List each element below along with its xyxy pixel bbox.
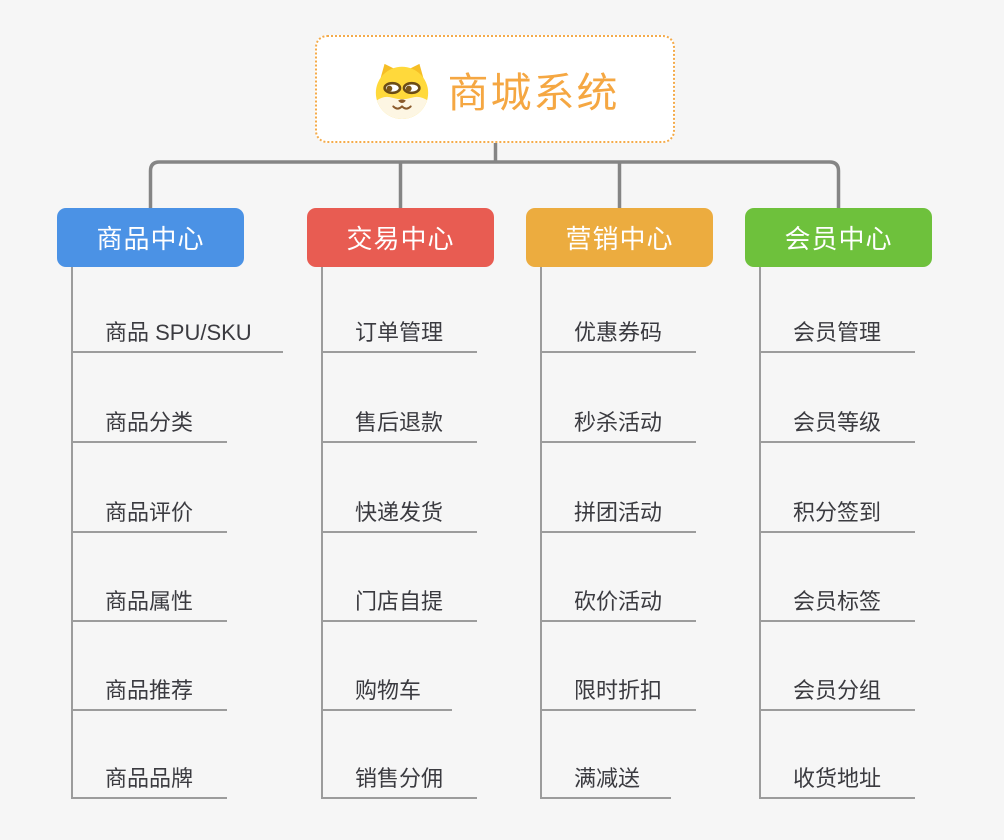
branch-node-product-center[interactable]: 商品中心 xyxy=(57,208,244,267)
leaf-node[interactable]: 会员分组 xyxy=(760,671,915,711)
leaf-node[interactable]: 收货地址 xyxy=(760,759,915,799)
leaf-node[interactable]: 满减送 xyxy=(541,759,671,799)
leaf-node[interactable]: 砍价活动 xyxy=(541,582,696,622)
leaf-node[interactable]: 限时折扣 xyxy=(541,671,696,711)
leaf-node[interactable]: 订单管理 xyxy=(322,313,477,353)
leaf-node[interactable]: 商品评价 xyxy=(72,493,227,533)
branch-label: 交易中心 xyxy=(346,224,455,254)
leaf-node[interactable]: 购物车 xyxy=(322,671,452,711)
leaf-node[interactable]: 积分签到 xyxy=(760,493,915,533)
dog-face-icon xyxy=(375,63,428,120)
leaf-node[interactable]: 会员管理 xyxy=(760,313,915,353)
leaf-node[interactable]: 商品分类 xyxy=(72,403,227,443)
branch-node-marketing-center[interactable]: 营销中心 xyxy=(526,208,713,267)
leaf-node[interactable]: 拼团活动 xyxy=(541,493,696,533)
leaf-node[interactable]: 快递发货 xyxy=(322,493,477,533)
leaf-node[interactable]: 秒杀活动 xyxy=(541,403,696,443)
branch-label: 会员中心 xyxy=(784,224,893,254)
branch-spine xyxy=(759,267,761,799)
leaf-node[interactable]: 会员等级 xyxy=(760,403,915,443)
leaf-node[interactable]: 商品推荐 xyxy=(72,671,227,711)
leaf-node[interactable]: 商品品牌 xyxy=(72,759,227,799)
leaf-node[interactable]: 会员标签 xyxy=(760,582,915,622)
branch-label: 商品中心 xyxy=(96,224,205,254)
leaf-node[interactable]: 售后退款 xyxy=(322,403,477,443)
leaf-node[interactable]: 销售分佣 xyxy=(322,759,477,799)
leaf-node[interactable]: 商品属性 xyxy=(72,582,227,622)
leaf-node[interactable]: 商品 SPU/SKU xyxy=(72,313,283,353)
branch-node-trade-center[interactable]: 交易中心 xyxy=(307,208,494,267)
root-node-mall-system[interactable]: 商城系统 xyxy=(315,35,675,143)
branch-node-member-center[interactable]: 会员中心 xyxy=(745,208,932,267)
leaf-node[interactable]: 优惠券码 xyxy=(541,313,696,353)
branch-label: 营销中心 xyxy=(565,224,674,254)
branch-spine xyxy=(540,267,542,799)
branch-spine xyxy=(321,267,323,799)
branch-spine xyxy=(71,267,73,799)
leaf-node[interactable]: 门店自提 xyxy=(322,582,477,622)
root-title: 商城系统 xyxy=(447,70,620,116)
